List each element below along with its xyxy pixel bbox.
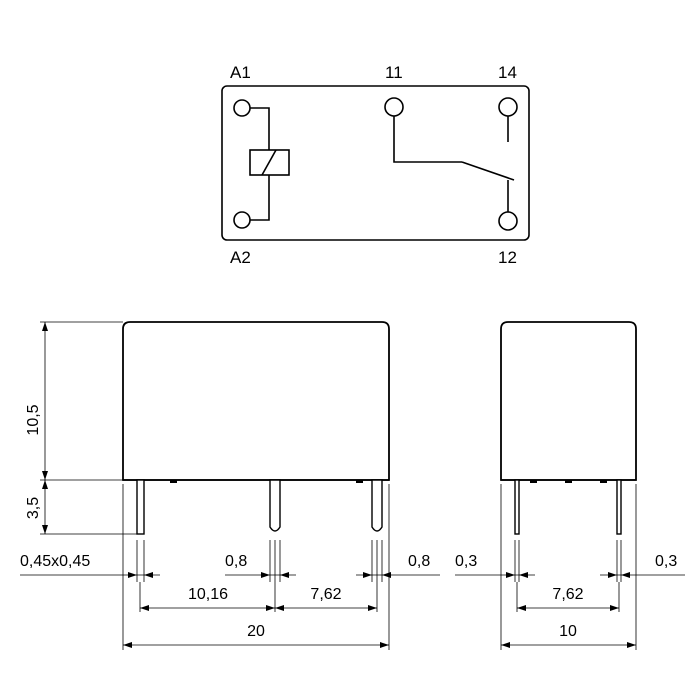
terminal-label-a1: A1 — [230, 63, 251, 82]
terminal-a1 — [233, 99, 251, 117]
front-view: 10,5 3,5 0,45x0,45 0,8 0,8 10,16 — [20, 321, 440, 650]
terminal-label-14: 14 — [498, 63, 517, 82]
terminal-11 — [384, 97, 404, 117]
terminal-label-12: 12 — [498, 248, 517, 267]
dim-spacing-right: 7,62 — [310, 586, 341, 603]
dim-side-pin-left: 0,3 — [455, 553, 477, 570]
standoff — [565, 480, 572, 483]
side-view: 0,3 0,3 7,62 10 — [455, 321, 685, 650]
dim-total-width-front: 20 — [247, 623, 265, 640]
terminal-label-a2: A2 — [230, 248, 251, 267]
dim-spacing-left: 10,16 — [188, 586, 228, 603]
dim-side-pin-right: 0,3 — [655, 553, 677, 570]
pin-front-left — [136, 479, 145, 535]
pin-front-right — [371, 479, 383, 532]
changeover-contact-icon — [393, 114, 515, 212]
dim-pin-length: 3,5 — [25, 497, 42, 519]
schematic-diagram: A1 11 14 A2 12 — [221, 63, 530, 267]
standoff — [600, 480, 607, 483]
terminal-a2 — [233, 211, 251, 229]
coil-symbol-icon — [249, 107, 290, 221]
standoff — [170, 480, 177, 483]
dim-total-width-side: 10 — [559, 623, 577, 640]
relay-body-side — [500, 321, 637, 481]
terminal-14 — [498, 97, 518, 117]
pin-side-right — [616, 479, 622, 535]
pin-side-left — [514, 479, 520, 535]
dim-pin-right-width: 0,8 — [408, 553, 430, 570]
dim-body-height: 10,5 — [25, 404, 42, 435]
terminal-label-11: 11 — [385, 63, 403, 82]
standoff — [530, 480, 537, 483]
pin-front-middle — [269, 479, 281, 532]
dim-side-spacing: 7,62 — [552, 586, 583, 603]
standoff — [356, 480, 363, 483]
terminal-12 — [498, 211, 518, 231]
dim-pin-middle-width: 0,8 — [225, 553, 247, 570]
schematic-frame — [221, 85, 530, 241]
dim-pin-size: 0,45x0,45 — [20, 553, 90, 570]
relay-body-front — [122, 321, 390, 481]
